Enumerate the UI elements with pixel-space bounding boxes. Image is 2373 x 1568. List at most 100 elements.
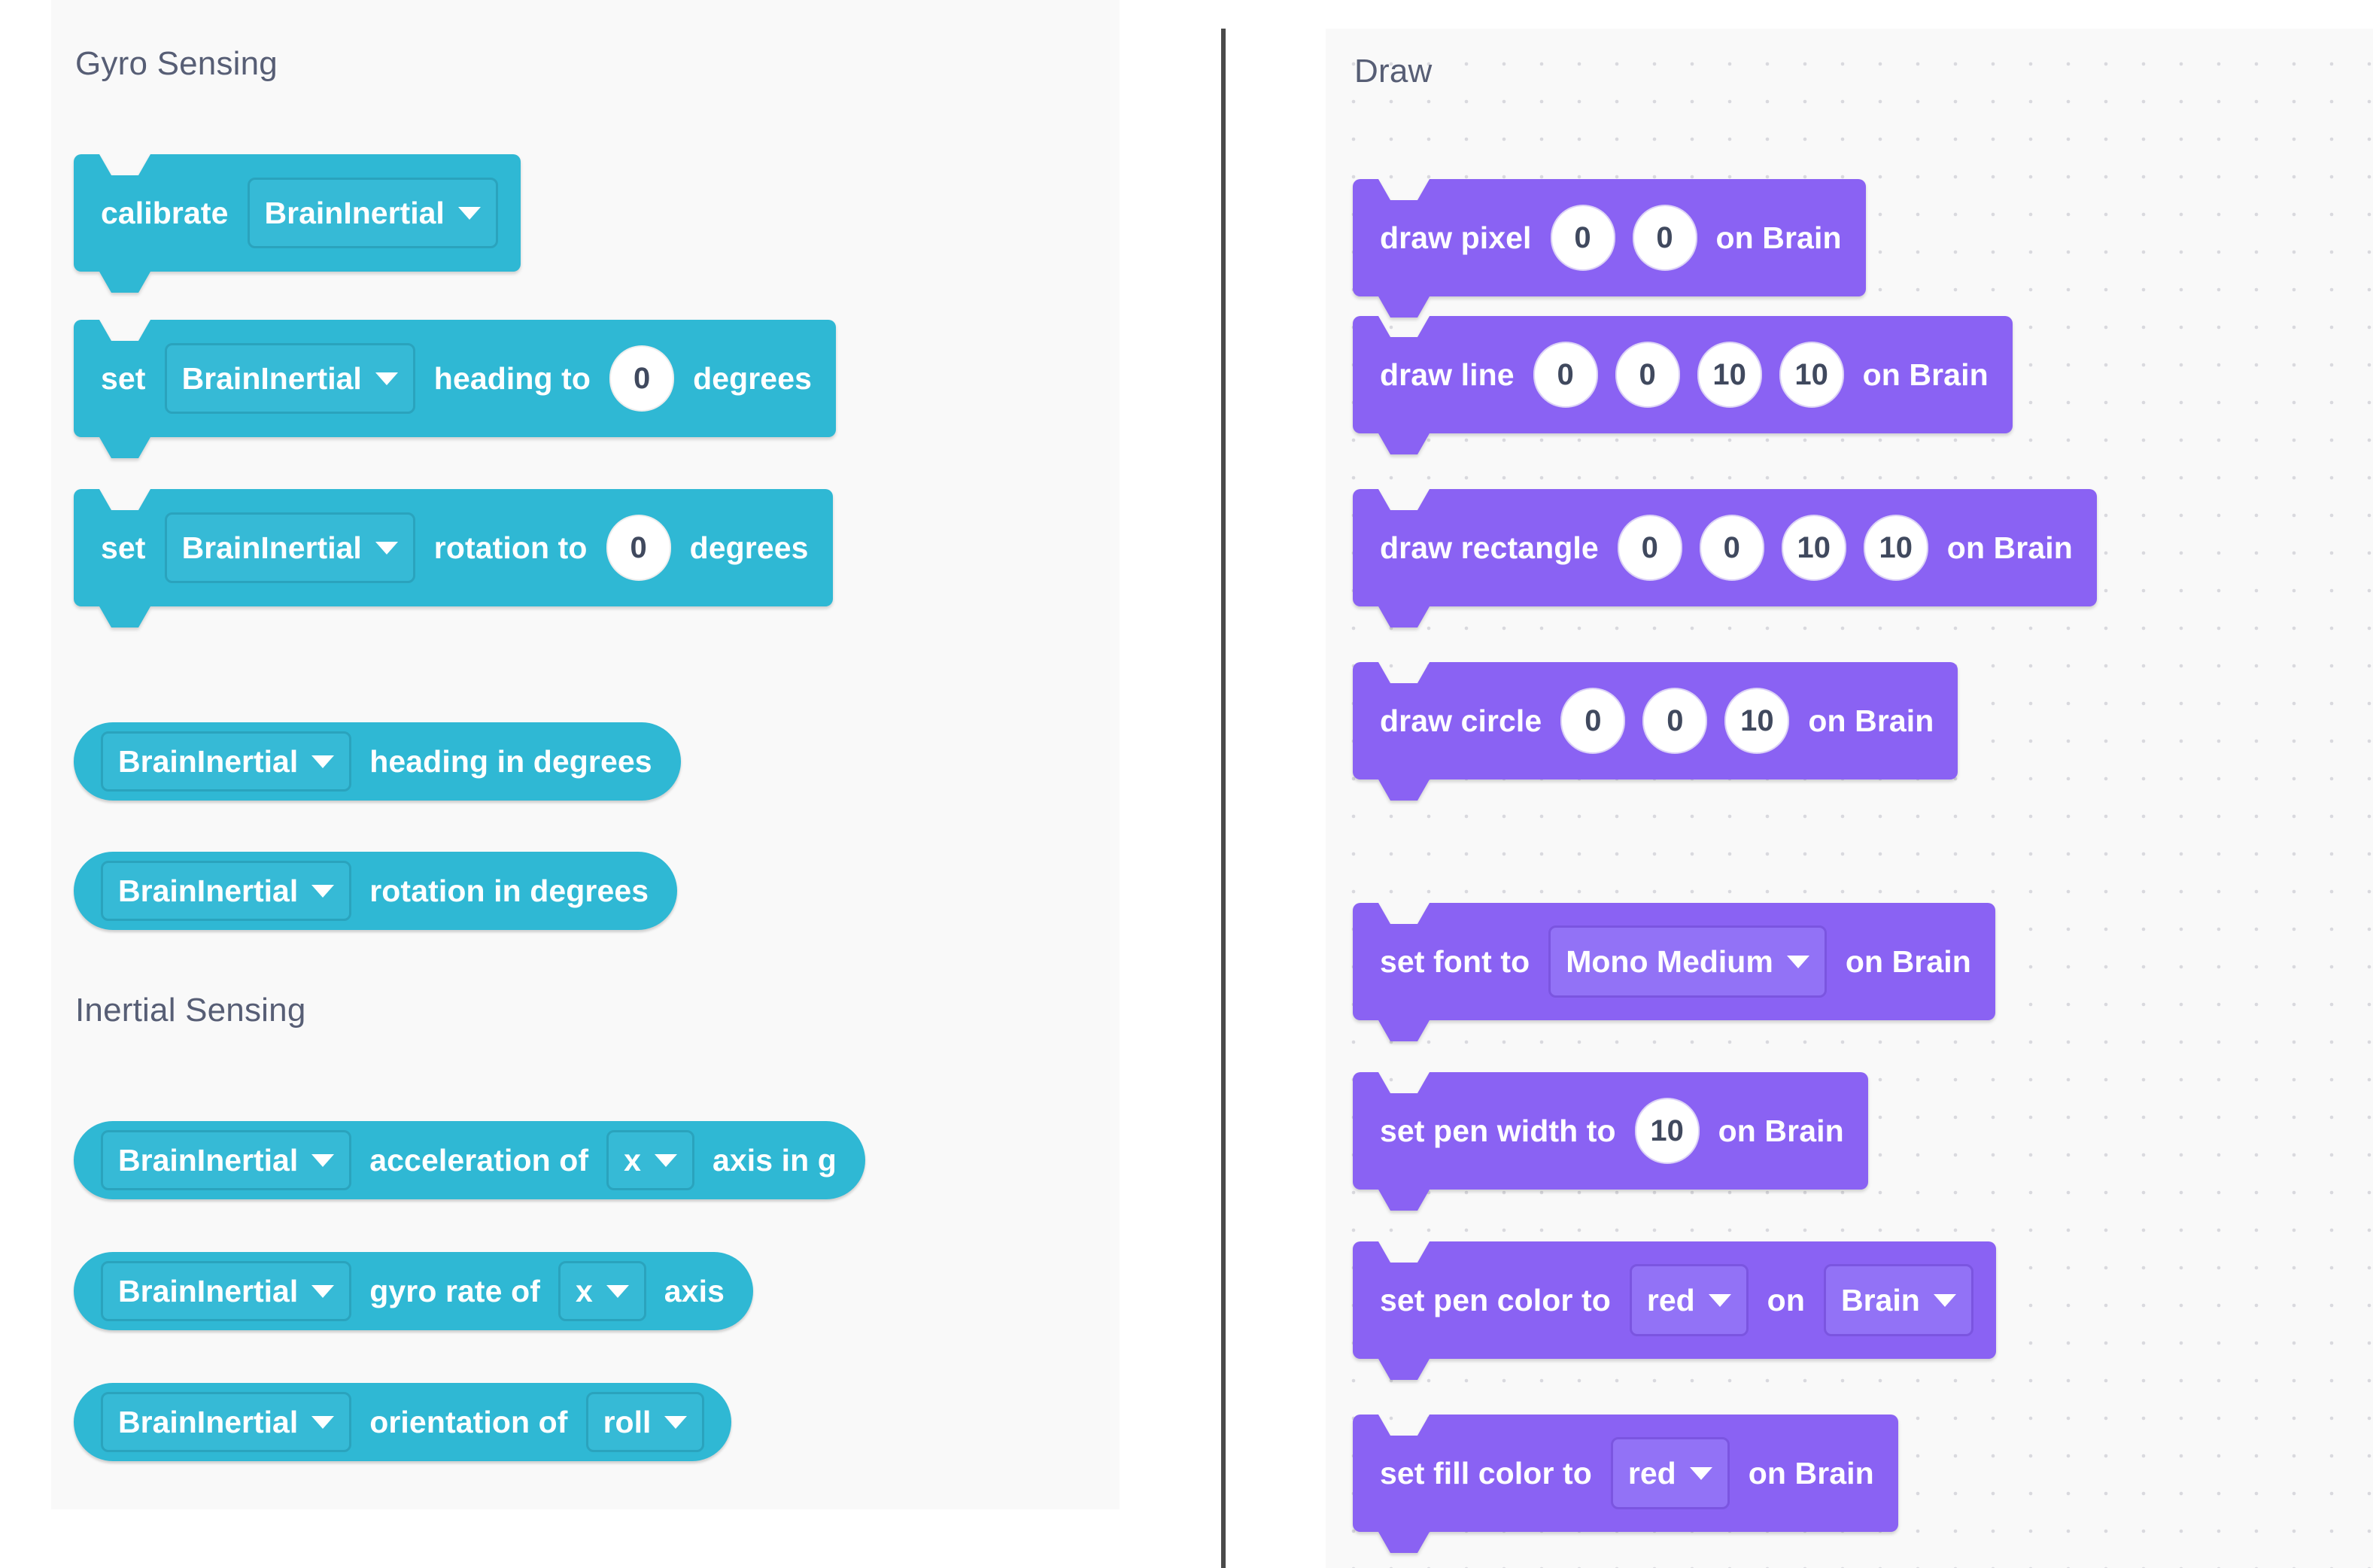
dropdown-value: BrainInertial [264,195,445,230]
chevron-down-icon [375,541,398,555]
dropdown-value: BrainInertial [118,743,299,779]
block-label: axis [664,1273,725,1308]
section-heading-draw: Draw [1354,53,1433,90]
dropdown-value: red [1627,1455,1676,1491]
block-set-heading[interactable]: set BrainInertial heading to 0 degrees [74,320,836,458]
block-label: on Brain [1946,530,2073,565]
block-gyro-rate-of-axis[interactable]: BrainInertial gyro rate of x axis [74,1252,753,1330]
number-input[interactable]: 0 [609,345,675,412]
block-label: gyro rate of [369,1273,540,1308]
dropdown-braininertial[interactable]: BrainInertial [247,178,498,248]
number-input[interactable]: 0 [1699,515,1764,581]
chevron-down-icon [1933,1293,1956,1307]
dropdown-value: Mono Medium [1566,944,1773,979]
chevron-down-icon [311,1153,335,1167]
block-shape [1353,316,2013,454]
dropdown-value: BrainInertial [118,873,299,908]
dropdown-braininertial[interactable]: BrainInertial [101,1392,352,1452]
chevron-down-icon [311,1284,335,1298]
chevron-down-icon [654,1153,677,1167]
block-set-font[interactable]: set font to Mono Medium on Brain [1353,903,1995,1041]
dropdown-value: Brain [1840,1282,1920,1317]
dropdown-braininertial[interactable]: BrainInertial [101,1261,352,1321]
block-label: degrees [693,360,813,396]
block-label: calibrate [101,195,229,230]
block-label: set [101,530,146,565]
block-label: on Brain [1718,1113,1844,1148]
dropdown-braininertial[interactable]: BrainInertial [101,731,352,792]
number-input[interactable]: 0 [1642,688,1708,754]
dropdown-value: BrainInertial [118,1142,299,1178]
block-heading-in-degrees[interactable]: BrainInertial heading in degrees [74,722,681,801]
dropdown-red[interactable]: red [1610,1437,1730,1509]
chevron-down-icon [375,372,398,385]
number-input[interactable]: 10 [1863,515,1928,581]
number-input[interactable]: 10 [1697,342,1762,408]
block-set-fill-color[interactable]: set fill color to red on Brain [1353,1415,1898,1553]
block-shape [1353,1072,1868,1211]
chevron-down-icon [1786,955,1809,968]
block-label: set font to [1380,944,1530,979]
chevron-down-icon [311,1415,335,1429]
block-calibrate-brain-inertial[interactable]: calibrate BrainInertial [74,154,521,293]
dropdown-red[interactable]: red [1629,1264,1749,1336]
dropdown-value: BrainInertial [181,530,362,565]
number-input[interactable]: 0 [1615,342,1680,408]
dropdown-value: x [624,1142,641,1178]
dropdown-value: BrainInertial [181,360,362,396]
block-label: on Brain [1715,220,1842,255]
block-label: draw rectangle [1380,530,1599,565]
number-input[interactable]: 0 [606,515,671,581]
number-input[interactable]: 0 [1632,205,1697,271]
number-input[interactable]: 0 [1617,515,1682,581]
block-label: on Brain [1845,944,1971,979]
dropdown-x[interactable]: x [558,1261,646,1321]
number-input[interactable]: 10 [1779,342,1844,408]
block-label: rotation in degrees [369,873,649,908]
block-rotation-in-degrees[interactable]: BrainInertial rotation in degrees [74,852,678,930]
dropdown-roll[interactable]: roll [585,1392,705,1452]
dropdown-value: red [1646,1282,1695,1317]
chevron-down-icon [1689,1466,1712,1480]
block-label: draw circle [1380,703,1542,738]
block-label: set pen color to [1380,1282,1611,1317]
block-label: on Brain [1748,1455,1874,1491]
block-label: set fill color to [1380,1455,1592,1491]
block-label: on [1767,1282,1805,1317]
number-input[interactable]: 0 [1560,688,1626,754]
block-label: rotation to [433,530,588,565]
block-label: draw pixel [1380,220,1532,255]
number-input[interactable]: 10 [1781,515,1846,581]
block-label: orientation of [369,1404,568,1439]
number-input[interactable]: 10 [1634,1098,1700,1164]
number-input[interactable]: 10 [1724,688,1790,754]
dropdown-value: BrainInertial [118,1404,299,1439]
block-label: acceleration of [369,1142,589,1178]
block-label: on Brain [1862,357,1989,392]
dropdown-braininertial[interactable]: BrainInertial [101,1130,352,1190]
dropdown-x[interactable]: x [606,1130,694,1190]
dropdown-value: BrainInertial [118,1273,299,1308]
dropdown-mono-medium[interactable]: Mono Medium [1548,925,1827,998]
number-input[interactable]: 0 [1550,205,1615,271]
dropdown-braininertial[interactable]: BrainInertial [164,343,415,414]
dropdown-brain[interactable]: Brain [1823,1264,1973,1336]
block-label: draw line [1380,357,1515,392]
section-heading-gyro-sensing: Gyro Sensing [75,45,278,82]
block-orientation-of[interactable]: BrainInertial orientation of roll [74,1383,732,1461]
block-label: heading to [433,360,591,396]
dropdown-value: x [575,1273,593,1308]
block-label: heading in degrees [369,743,652,779]
block-set-pen-color[interactable]: set pen color to red on Brain [1353,1241,1996,1380]
dropdown-braininertial[interactable]: BrainInertial [101,861,352,921]
block-label: set [101,360,146,396]
dropdown-braininertial[interactable]: BrainInertial [164,512,415,583]
number-input[interactable]: 0 [1533,342,1598,408]
